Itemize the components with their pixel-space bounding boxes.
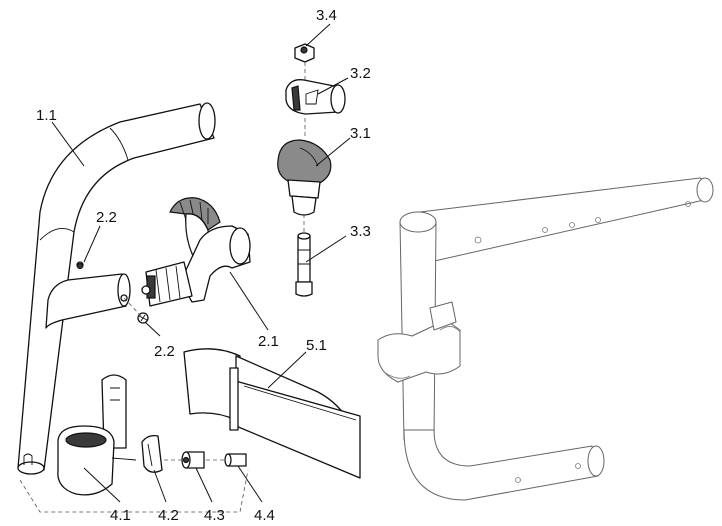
callout-3-3: 3.3 [350,223,371,240]
part-3-4-nut [294,43,315,63]
assembly-path [19,459,249,513]
callout-3-2: 3.2 [350,65,371,82]
callout-2-1: 2.1 [258,333,279,350]
assembled-frame-illustration [377,177,714,501]
part-2-1-clamp-lever [141,197,251,307]
part-3-1-knob [277,139,332,216]
callout-3-4: 3.4 [316,7,337,24]
leader-lines [51,23,351,503]
part-1-1-bent-tube [17,102,216,475]
part-3-2-sleeve [285,79,346,115]
part-4-3-spacer [181,451,205,469]
callout-2-2-lower: 2.2 [154,343,175,360]
callout-4-4: 4.4 [254,507,275,524]
part-5-1-strap [183,348,361,479]
part-3-3-bolt [295,232,313,297]
callout-4-1: 4.1 [110,507,131,524]
callout-4-3: 4.3 [204,507,225,524]
part-4-1-small-clamp [57,374,137,496]
part-2-2-screws [76,262,149,324]
callout-2-2-upper: 2.2 [96,209,117,226]
callout-5-1: 5.1 [306,337,327,354]
part-4-2-clip [141,434,163,473]
callout-1-1: 1.1 [36,107,57,124]
part-4-4-pin [224,453,247,467]
callout-3-1: 3.1 [350,125,371,142]
callout-4-2: 4.2 [158,507,179,524]
